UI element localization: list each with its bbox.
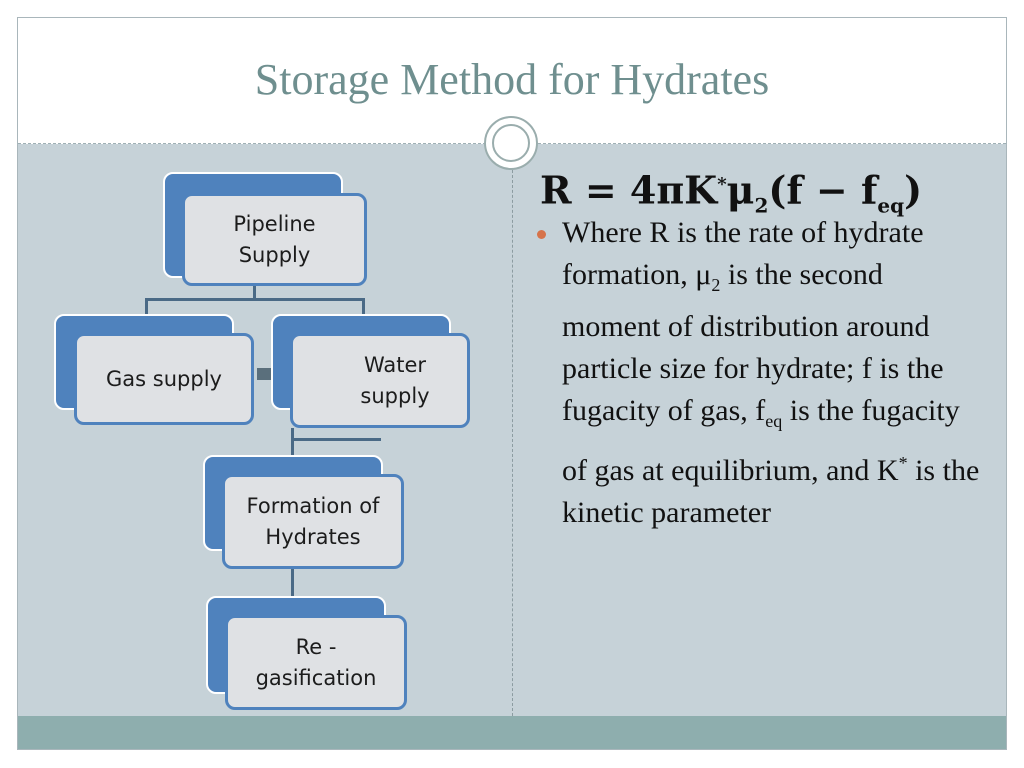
- column-divider: [512, 170, 513, 716]
- connector-line: [291, 438, 381, 441]
- connector-line: [291, 568, 294, 598]
- formula-open: (f −: [768, 167, 848, 213]
- regasification-label: Re - gasification: [255, 634, 377, 690]
- bullet-part-1: Where R is the rate of hydrate formation…: [562, 216, 924, 291]
- formula-coefficient: 4πK: [629, 167, 718, 213]
- formula-close: ): [904, 167, 923, 213]
- pipeline-supply-label: Pipeline Supply: [233, 211, 316, 267]
- connector-line: [291, 428, 294, 441]
- gas-supply-box: Gas supply: [74, 333, 254, 425]
- formula-feq: f: [861, 167, 878, 213]
- bullet-dot: [537, 230, 546, 239]
- formation-box: Formation of Hydrates: [222, 474, 404, 569]
- connector-line: [145, 298, 148, 316]
- slide-title: Storage Method for Hydrates: [254, 55, 770, 104]
- formula-lhs: R: [540, 167, 572, 213]
- regasification-box: Re - gasification: [225, 615, 407, 710]
- bullet-sup-1: *: [898, 453, 908, 473]
- connector-line: [253, 286, 256, 298]
- formation-label: Formation of Hydrates: [246, 493, 380, 549]
- rate-formula: R = 4πK*μ2(f − feq): [540, 157, 988, 218]
- pipeline-supply-box: Pipeline Supply: [182, 193, 367, 286]
- formula-mu: μ: [726, 167, 755, 213]
- slide: Storage Method for Hydrates Pipeline Sup…: [17, 17, 1007, 750]
- bullet-part-2: is the second moment of distribution aro…: [562, 258, 944, 427]
- ring-ornament-icon: [484, 116, 538, 170]
- connector-line: [362, 298, 365, 316]
- connector-line: [145, 298, 365, 301]
- water-supply-box: Water supply: [290, 333, 470, 428]
- formula-star: *: [717, 174, 727, 195]
- bullet-sub-2: eq: [765, 411, 783, 431]
- bullet-part-4: is the kinetic parameter: [562, 454, 980, 529]
- bullet-text: Where R is the rate of hydrate formation…: [562, 212, 984, 534]
- formula-mu-sub: 2: [754, 193, 769, 218]
- connector-line: [291, 438, 294, 458]
- formula-equals: =: [584, 167, 617, 213]
- bullet-part-3: is the fugacity of gas at equilibrium, a…: [562, 394, 960, 487]
- water-supply-label: Water supply: [360, 352, 430, 408]
- footer-band: [18, 716, 1006, 749]
- formula-feq-sub: eq: [877, 193, 905, 218]
- bullet-sub-1: 2: [711, 275, 721, 295]
- gas-supply-label: Gas supply: [106, 366, 222, 391]
